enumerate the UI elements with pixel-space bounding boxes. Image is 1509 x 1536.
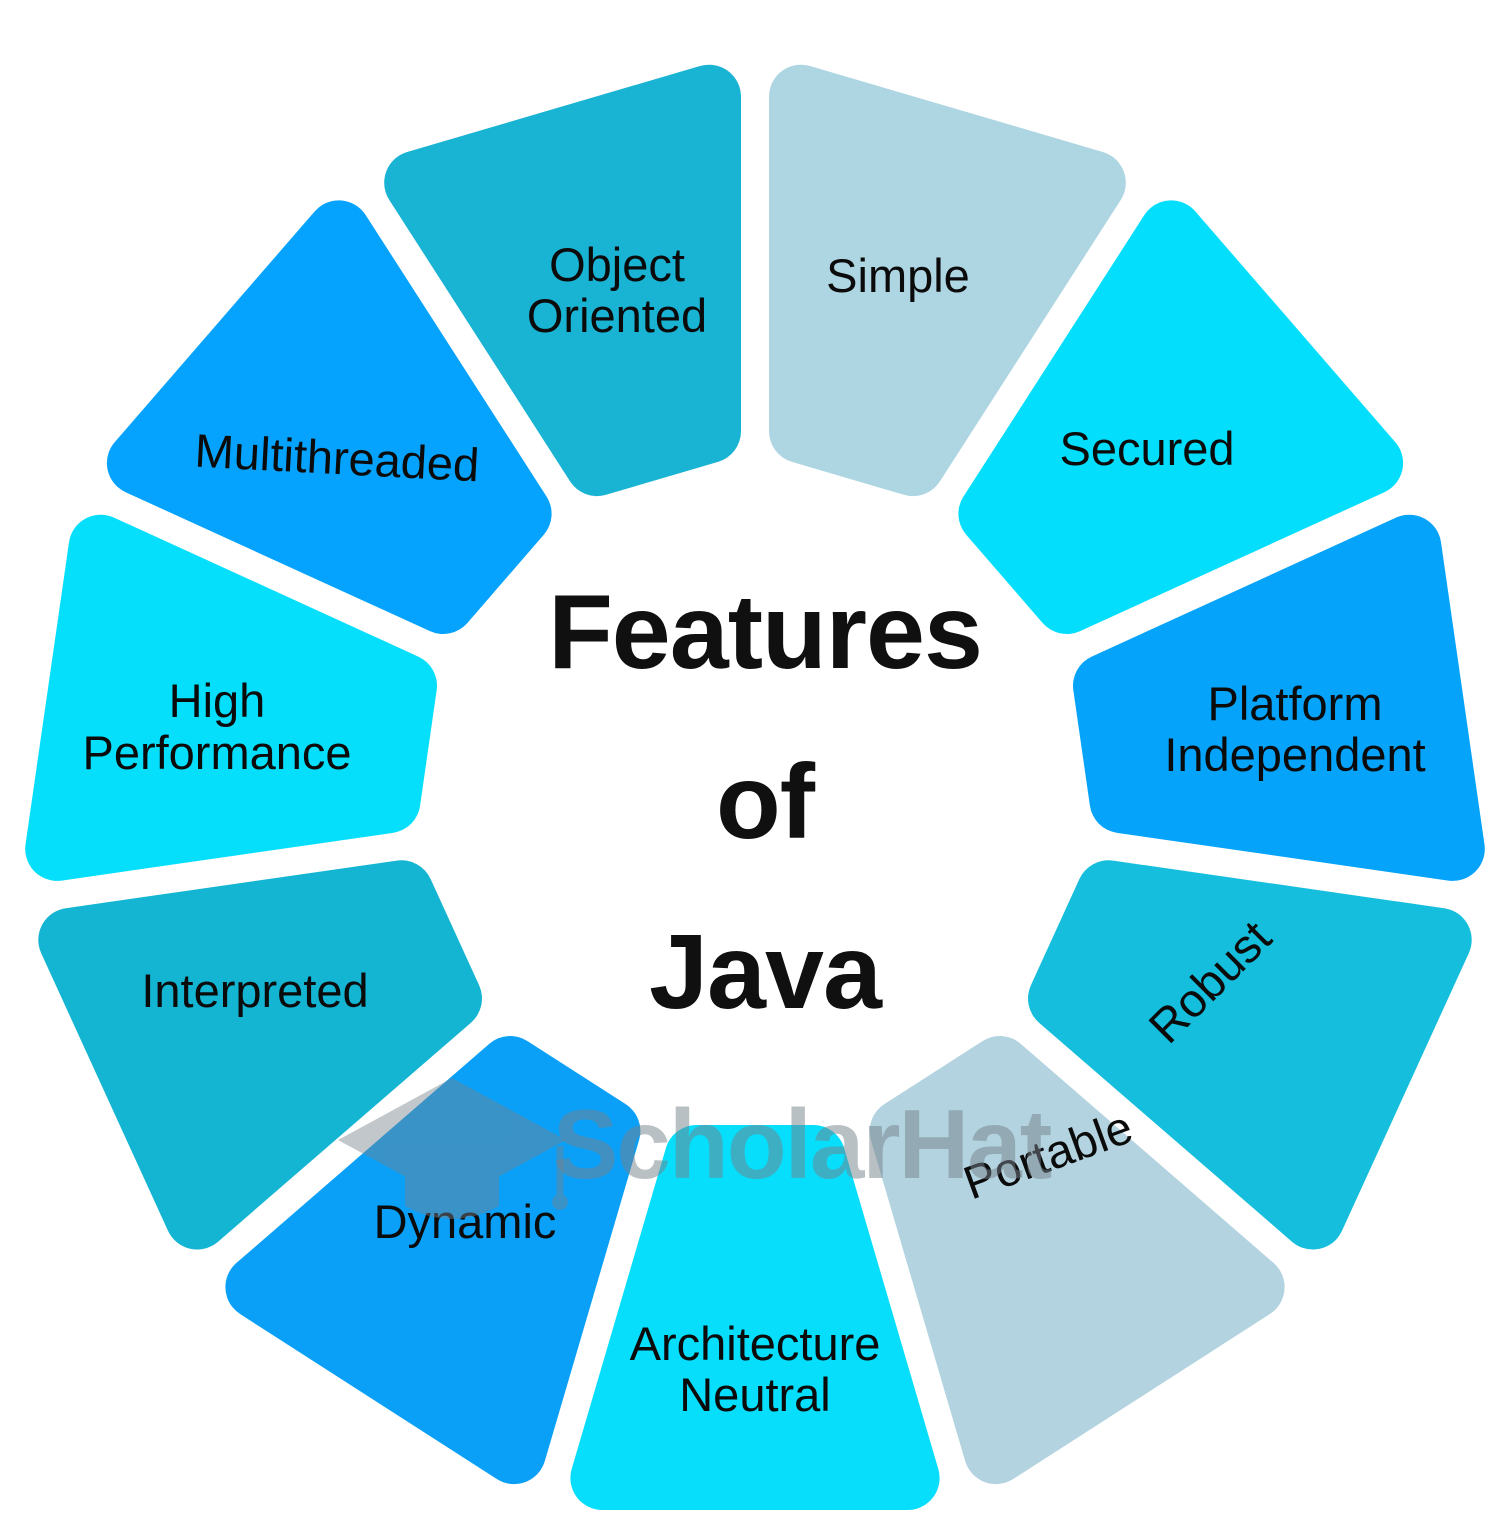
graduation-cap-board — [338, 1078, 566, 1202]
svg-text:Neutral: Neutral — [679, 1368, 831, 1421]
svg-text:Architecture: Architecture — [630, 1317, 881, 1370]
segment-label-high-performance: High Performance — [82, 674, 351, 779]
scholarhat-watermark: ScholarHat — [338, 1078, 1054, 1219]
svg-text:Performance: Performance — [82, 726, 351, 779]
page-title: Features of Java — [548, 573, 983, 1031]
title-line-1: Features — [548, 573, 982, 691]
scholarhat-watermark-text: ScholarHat — [553, 1089, 1052, 1199]
segment-label-dynamic: Dynamic — [374, 1195, 557, 1248]
segment-shapes — [25, 64, 1485, 1510]
svg-text:Platform: Platform — [1208, 677, 1383, 730]
title-line-2: of — [716, 743, 816, 861]
segment-shape-high-performance — [25, 514, 437, 881]
segment-label-object-oriented: Object Oriented — [527, 238, 707, 342]
graduation-cap-base — [405, 1166, 499, 1219]
svg-text:Independent: Independent — [1164, 728, 1425, 781]
segment-shape-secured — [958, 200, 1404, 634]
segment-shape-object-oriented — [384, 64, 741, 497]
segment-shape-platform-independent — [1073, 514, 1485, 881]
svg-text:Oriented: Oriented — [527, 289, 707, 342]
segment-shape-architecture-neutral — [570, 1125, 940, 1510]
segment-label-secured: Secured — [1059, 422, 1234, 475]
graduation-cap-icon — [338, 1078, 568, 1219]
segment-label-interpreted: Interpreted — [141, 964, 368, 1017]
segment-label-simple: Simple — [826, 249, 970, 302]
segment-label-architecture-neutral: Architecture Neutral — [630, 1317, 881, 1421]
segment-shape-interpreted — [38, 860, 482, 1250]
segment-shape-dynamic — [225, 1036, 641, 1485]
svg-text:High: High — [169, 674, 266, 727]
segment-label-platform-independent: Platform Independent — [1164, 677, 1425, 781]
title-line-3: Java — [649, 913, 883, 1031]
graduation-cap-tassel-end — [552, 1194, 568, 1210]
segment-shape-portable — [869, 1036, 1285, 1485]
segment-shape-multithreaded — [106, 200, 552, 634]
segment-shape-simple — [769, 64, 1126, 497]
svg-text:Object: Object — [549, 238, 685, 291]
segment-shape-robust — [1028, 860, 1472, 1250]
